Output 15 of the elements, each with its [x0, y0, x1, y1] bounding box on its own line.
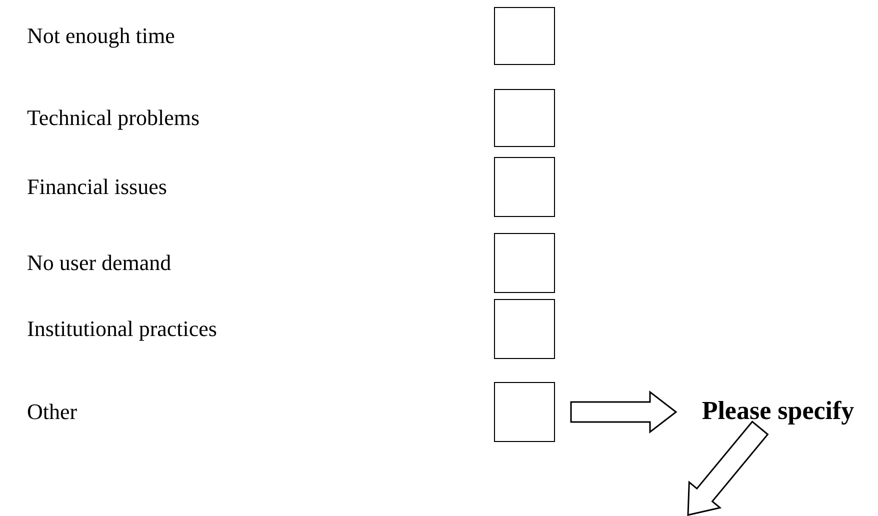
checkbox — [494, 7, 555, 65]
block-arrow — [687, 420, 769, 516]
checkbox — [494, 89, 555, 147]
option-label: Not enough time — [27, 23, 175, 49]
option-label: Institutional practices — [27, 316, 217, 342]
option-label: Other — [27, 399, 78, 425]
option-label: No user demand — [27, 250, 172, 276]
checkbox — [494, 157, 555, 217]
checkbox — [494, 299, 555, 359]
prompt-text: Please specify — [702, 396, 854, 426]
option-label: Technical problems — [27, 105, 200, 131]
block-arrow — [570, 390, 678, 434]
option-label: Financial issues — [27, 174, 167, 200]
checkbox — [494, 233, 555, 293]
checkbox — [494, 382, 555, 442]
